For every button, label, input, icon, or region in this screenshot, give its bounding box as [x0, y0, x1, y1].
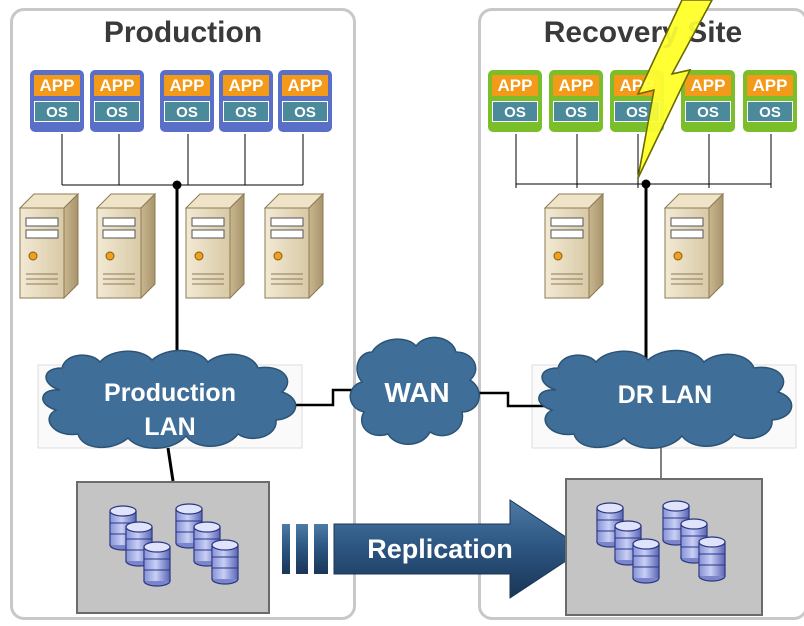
os-label: OS [223, 101, 269, 122]
dr-lan-cloud [538, 349, 793, 449]
production-vm-1: APP OS [30, 70, 84, 132]
app-label: APP [614, 75, 660, 96]
os-label: OS [614, 101, 660, 122]
wan-cloud [349, 336, 480, 445]
production-network-lines [61, 134, 304, 186]
production-storage-disks [109, 503, 239, 587]
app-label: APP [34, 75, 80, 96]
production-lan-label-line1: Production [104, 379, 236, 407]
production-lan-label-line2: LAN [144, 413, 196, 441]
prod-wan-link [296, 388, 360, 407]
app-label: APP [282, 75, 328, 96]
production-server-3 [185, 193, 245, 299]
recovery-vm-5: APP OS [743, 70, 797, 132]
recovery-vm-2: APP OS [549, 70, 603, 132]
production-junction [172, 180, 182, 190]
production-vm-2: APP OS [90, 70, 144, 132]
os-label: OS [164, 101, 210, 122]
recovery-storage-disks [596, 500, 726, 584]
replication-label: Replication [367, 534, 513, 564]
os-label: OS [747, 101, 793, 122]
wan-dr-link [475, 391, 545, 408]
app-label: APP [492, 75, 538, 96]
production-vm-3: APP OS [160, 70, 214, 132]
recovery-storage-array [565, 478, 763, 616]
recovery-junction [641, 179, 651, 189]
os-label: OS [94, 101, 140, 122]
replication-arrow [282, 499, 585, 599]
wan-label: WAN [384, 377, 450, 408]
production-storage-array [76, 481, 270, 614]
dr-lan-label: DR LAN [617, 381, 713, 409]
recovery-vm-4: APP OS [681, 70, 735, 132]
production-lan-cloud [42, 349, 297, 449]
production-server-2 [96, 193, 156, 299]
app-label: APP [747, 75, 793, 96]
app-label: APP [94, 75, 140, 96]
recovery-site-title: Recovery Site [543, 16, 743, 49]
production-lan-label: Production LAN [70, 376, 270, 444]
recovery-vm-1: APP OS [488, 70, 542, 132]
recovery-server-2 [664, 193, 724, 299]
production-storage-link [166, 447, 175, 482]
recovery-vm-3: APP OS [610, 70, 664, 132]
app-label: APP [553, 75, 599, 96]
os-label: OS [34, 101, 80, 122]
production-vm-5: APP OS [278, 70, 332, 132]
os-label: OS [685, 101, 731, 122]
os-label: OS [553, 101, 599, 122]
production-server-1 [19, 193, 79, 299]
production-title: Production [103, 16, 263, 49]
production-vm-4: APP OS [219, 70, 273, 132]
app-label: APP [223, 75, 269, 96]
production-server-4 [264, 193, 324, 299]
os-label: OS [492, 101, 538, 122]
os-label: OS [282, 101, 328, 122]
recovery-server-1 [544, 193, 604, 299]
app-label: APP [164, 75, 210, 96]
app-label: APP [685, 75, 731, 96]
